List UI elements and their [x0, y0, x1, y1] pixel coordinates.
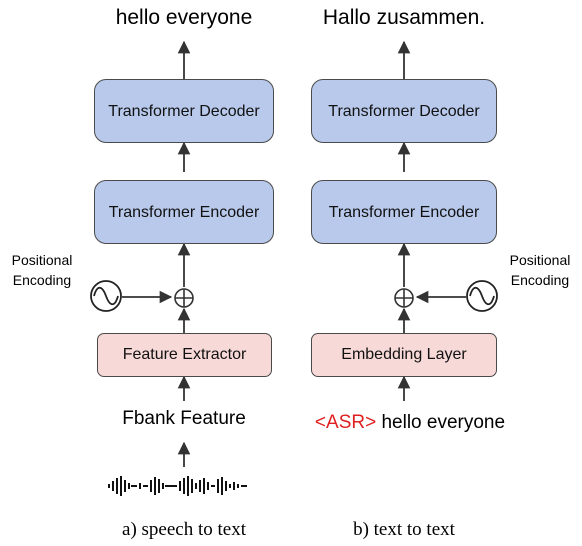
transformer-decoder-label: Transformer Decoder: [328, 102, 480, 120]
transformer-decoder-left: Transformer Decoder: [94, 79, 274, 143]
caption-left: a) speech to text: [122, 519, 246, 540]
asr-tag: <ASR>: [314, 412, 377, 433]
transformer-decoder-right: Transformer Decoder: [311, 79, 497, 143]
transformer-decoder-label: Transformer Decoder: [108, 102, 260, 120]
sine-wave-icon: [90, 280, 122, 312]
caption-right: b) text to text: [353, 519, 455, 540]
embedding-layer-box: Embedding Layer: [311, 333, 497, 377]
embedding-layer-label: Embedding Layer: [341, 346, 467, 363]
feature-extractor-label: Feature Extractor: [122, 346, 247, 363]
positional-encoding-label-right: Positional Encoding: [509, 252, 571, 288]
transformer-encoder-label: Transformer Encoder: [328, 203, 480, 221]
output-text-right: Hallo zusammen.: [322, 6, 486, 29]
input-text-left: Fbank Feature: [122, 408, 246, 429]
waveform-icon: [108, 476, 247, 496]
transformer-encoder-label: Transformer Encoder: [108, 203, 260, 221]
input-sentence: hello everyone: [381, 412, 506, 433]
positional-encoding-label-left: Positional Encoding: [11, 252, 73, 288]
output-text-left: hello everyone: [115, 6, 253, 29]
plus-circle-icon: [174, 288, 194, 308]
feature-extractor-box: Feature Extractor: [97, 333, 272, 377]
sine-wave-icon: [466, 280, 498, 312]
plus-circle-icon: [394, 288, 414, 308]
input-text-right: <ASR> hello everyone: [315, 412, 505, 434]
transformer-encoder-left: Transformer Encoder: [94, 180, 274, 244]
transformer-encoder-right: Transformer Encoder: [311, 180, 497, 244]
